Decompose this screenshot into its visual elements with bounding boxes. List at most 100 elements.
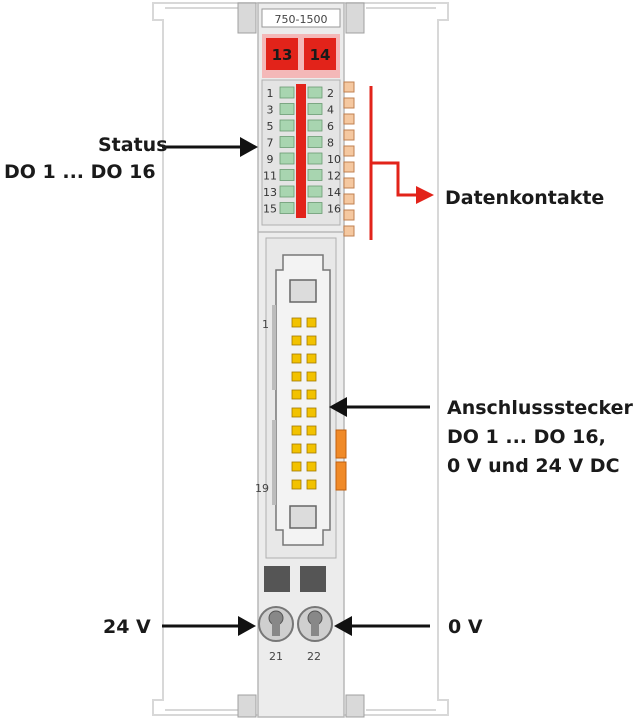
- datenkontakte-pointer: [369, 86, 434, 240]
- connector-label-line2: DO 1 ... DO 16,: [447, 426, 606, 448]
- data-contact-tab: [343, 193, 355, 205]
- connector-pins: [291, 317, 317, 490]
- connector-pin: [291, 407, 302, 418]
- data-contacts: [343, 81, 355, 237]
- connector-pin: [291, 335, 302, 346]
- led-center-strip: [296, 84, 306, 218]
- connector-pin: [291, 317, 302, 328]
- connector-pin: [291, 461, 302, 472]
- model-label-box: [261, 8, 341, 28]
- led-left-5: [279, 119, 295, 132]
- connector-pin-first: 1: [262, 318, 269, 331]
- terminal-13-marker: [266, 38, 298, 70]
- led-right-2: [307, 86, 323, 99]
- led-right-8: [307, 136, 323, 148]
- led-left-1: [279, 86, 295, 99]
- data-contact-tab: [343, 225, 355, 237]
- led-number-right: 2: [327, 87, 334, 100]
- led-number-left: 5: [267, 120, 274, 133]
- data-contact-tab: [343, 177, 355, 189]
- power-terminal-24v: [258, 606, 294, 642]
- led-right-4: [307, 103, 323, 115]
- connector-label-line1: Anschlussstecker: [447, 397, 633, 419]
- led-left-15: [279, 202, 295, 214]
- led-number-right: 4: [327, 104, 334, 117]
- led-right-16: [307, 202, 323, 214]
- data-contact-tab: [343, 129, 355, 141]
- led-left-7: [279, 136, 295, 148]
- led-number-left: 13: [263, 186, 277, 199]
- terminal-14-marker: [304, 38, 336, 70]
- led-right-12: [307, 169, 323, 181]
- connector-pin: [306, 335, 317, 346]
- led-number-right: 8: [327, 137, 334, 150]
- led-number-left: 7: [267, 137, 274, 150]
- led-grid: [279, 86, 323, 214]
- connector-pin: [291, 371, 302, 382]
- orange-tab-bottom: [335, 461, 347, 491]
- status-arrow: [162, 137, 258, 157]
- connector-pin-last: 19: [255, 482, 269, 495]
- connector-pin: [306, 371, 317, 382]
- connector-pin: [306, 425, 317, 436]
- v0-arrow: [334, 616, 430, 636]
- release-button-right: [300, 566, 326, 592]
- connector-pin: [291, 353, 302, 364]
- led-number-right: 14: [327, 186, 341, 199]
- model-label: 750-1500: [275, 13, 328, 26]
- power-terminal-0v: [297, 606, 333, 642]
- datenkontakte-label: Datenkontakte: [445, 187, 605, 209]
- led-number-left: 3: [267, 104, 274, 117]
- led-numbers-right: 2 4 6 8 10 12 14 16: [327, 87, 341, 216]
- release-button-left: [264, 566, 290, 592]
- data-contact-tab: [343, 161, 355, 173]
- led-left-11: [279, 169, 295, 181]
- connector-plug: [265, 237, 337, 559]
- connector-pin: [306, 317, 317, 328]
- v24-arrow: [162, 616, 256, 636]
- data-contact-tab: [343, 81, 355, 93]
- data-contact-tab: [343, 209, 355, 221]
- connector-pin: [306, 389, 317, 400]
- v24-label: 24 V: [103, 616, 151, 638]
- terminal-13-label: 13: [272, 46, 293, 64]
- led-left-3: [279, 103, 295, 115]
- connector-pin: [306, 443, 317, 454]
- data-contact-tab: [343, 145, 355, 157]
- led-right-14: [307, 185, 323, 198]
- terminal-21-label: 21: [269, 650, 283, 663]
- connector-pin: [291, 443, 302, 454]
- connector-pin: [306, 407, 317, 418]
- led-right-10: [307, 152, 323, 165]
- connector-pin: [291, 389, 302, 400]
- led-number-right: 10: [327, 153, 341, 166]
- connector-pin: [306, 461, 317, 472]
- connector-pin: [306, 479, 317, 490]
- led-left-9: [279, 152, 295, 165]
- v0-label: 0 V: [448, 616, 483, 638]
- led-number-left: 15: [263, 203, 277, 216]
- terminal-22-label: 22: [307, 650, 321, 663]
- status-label-line1: Status: [98, 134, 168, 156]
- led-number-left: 9: [267, 153, 274, 166]
- connector-label-line3: 0 V und 24 V DC: [447, 455, 620, 477]
- connector-pin: [291, 425, 302, 436]
- connector-pin: [291, 479, 302, 490]
- orange-tab-top: [335, 429, 347, 459]
- led-left-13: [279, 185, 295, 198]
- led-number-left: 1: [267, 87, 274, 100]
- connector-arrow: [329, 397, 430, 417]
- led-number-left: 11: [263, 170, 277, 183]
- data-contact-tab: [343, 113, 355, 125]
- connector-pin: [306, 353, 317, 364]
- led-right-6: [307, 119, 323, 132]
- led-number-right: 6: [327, 120, 334, 133]
- data-contact-tab: [343, 97, 355, 109]
- housing-outline: [152, 2, 449, 716]
- led-number-right: 16: [327, 203, 341, 216]
- led-number-right: 12: [327, 170, 341, 183]
- status-label-line2: DO 1 ... DO 16: [4, 161, 156, 183]
- terminal-14-label: 14: [310, 46, 331, 64]
